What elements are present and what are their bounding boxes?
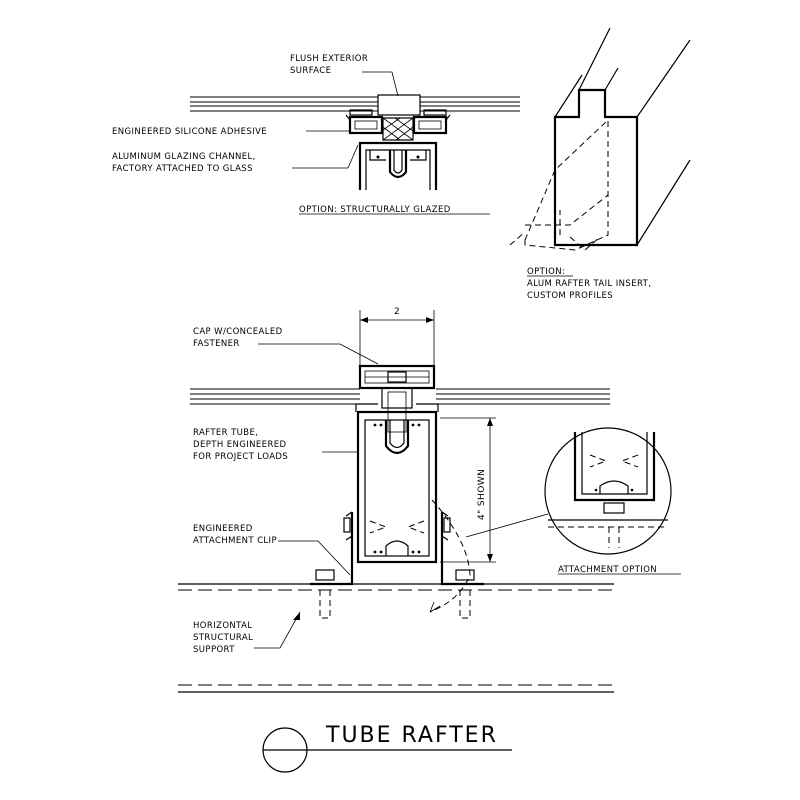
- cap-assembly: [358, 364, 436, 433]
- anchor-bolts: [315, 569, 475, 619]
- rotation-arc: [429, 499, 471, 613]
- silicone-adhesive-label: ENGINEERED SILICONE ADHESIVE: [112, 127, 267, 137]
- drawing-title: TUBE RAFTER: [325, 723, 498, 748]
- leader-lines-top: [292, 71, 399, 169]
- attachment-clips: [310, 511, 484, 586]
- clip-label-1: ENGINEERED: [193, 524, 253, 534]
- rafter-tube-top: [358, 141, 438, 190]
- rafter-tube-label-1: RAFTER TUBE,: [193, 428, 258, 438]
- dimension-width: 2: [359, 307, 435, 365]
- attachment-option-detail: ATTACHMENT OPTION: [465, 427, 681, 575]
- glazing-channel-shape: [345, 109, 451, 135]
- support-label-2: STRUCTURAL: [193, 633, 253, 643]
- structurally-glazed-detail: FLUSH EXTERIOR SURFACE ENGINEERED SILICO…: [112, 54, 520, 215]
- flush-exterior-label-2: SURFACE: [290, 66, 331, 76]
- rafter-tube-label-2: DEPTH ENGINEERED: [193, 440, 287, 450]
- support-label-3: SUPPORT: [193, 645, 235, 655]
- support-label-1: HORIZONTAL: [193, 621, 252, 631]
- glass-panel-left: [190, 96, 378, 112]
- title-block: TUBE RAFTER: [262, 723, 512, 773]
- option-tail-label-3: CUSTOM PROFILES: [527, 291, 613, 301]
- clip-label-2: ATTACHMENT CLIP: [193, 536, 277, 546]
- option-tail-label-1: OPTION:: [527, 267, 565, 277]
- glass-panel-right: [420, 96, 520, 112]
- option-tail-label-2: ALUM RAFTER TAIL INSERT,: [527, 279, 651, 289]
- cap-label-1: CAP W/CONCEALED: [193, 327, 283, 337]
- structural-support: [178, 583, 614, 693]
- cap-label-2: FASTENER: [193, 339, 240, 349]
- glass-main: [190, 388, 610, 405]
- glazing-channel-label-1: ALUMINUM GLAZING CHANNEL,: [112, 152, 256, 162]
- rafter-tail-insert-detail: OPTION: ALUM RAFTER TAIL INSERT, CUSTOM …: [509, 27, 691, 301]
- dim-height-label: 4" SHOWN: [477, 469, 487, 520]
- leader-lines-main: [254, 343, 379, 649]
- rafter-tube-label-3: FOR PROJECT LOADS: [193, 452, 288, 462]
- main-rafter-section: 2: [178, 307, 614, 693]
- flush-exterior-label-1: FLUSH EXTERIOR: [290, 54, 368, 64]
- rafter-tube: [355, 403, 439, 564]
- dim-width-label: 2: [394, 307, 400, 317]
- option-structurally-glazed-label: OPTION: STRUCTURALLY GLAZED: [299, 205, 451, 215]
- dimension-height: 4" SHOWN: [440, 417, 496, 563]
- attachment-option-label: ATTACHMENT OPTION: [558, 565, 657, 575]
- glazing-channel-label-2: FACTORY ATTACHED TO GLASS: [112, 164, 253, 174]
